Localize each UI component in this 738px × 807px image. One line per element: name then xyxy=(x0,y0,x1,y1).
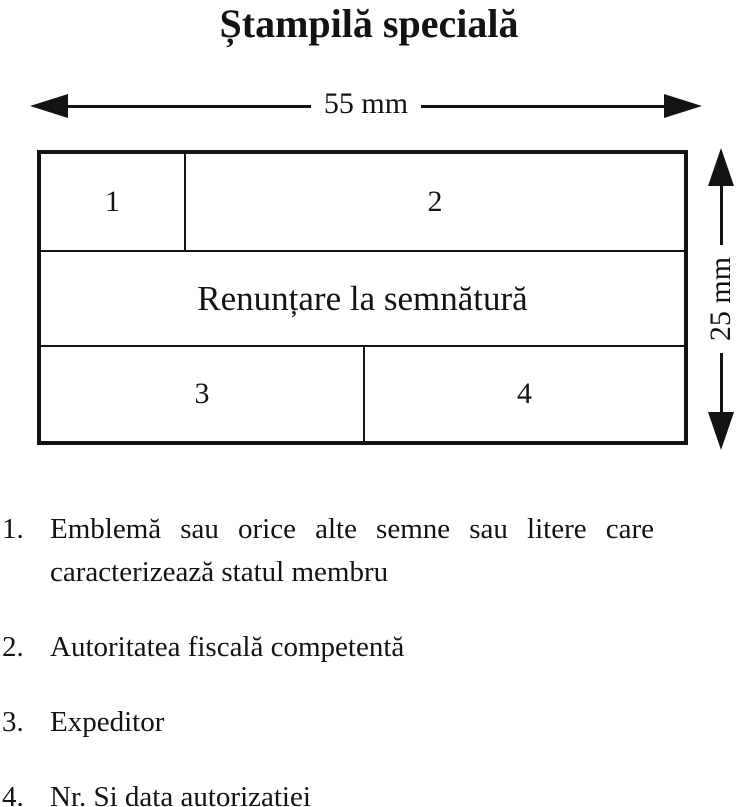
stamp-cell-2-label: 2 xyxy=(427,185,443,218)
dimension-line xyxy=(68,104,311,108)
width-dimension-arrow: 55 mm xyxy=(30,87,703,121)
stamp-cell-3: 3 xyxy=(41,347,365,441)
stamp-top-row: 1 2 xyxy=(41,154,684,250)
legend-item-3: 3. Expeditor xyxy=(2,701,654,744)
legend-item-number: 3. xyxy=(2,706,24,738)
legend-list: 1. Emblemă sau orice alte semne sau lite… xyxy=(2,508,654,807)
stamp-bottom-row: 3 4 xyxy=(41,347,684,441)
stamp-cell-4-label: 4 xyxy=(517,377,532,410)
height-dimension-arrow: 25 mm xyxy=(704,148,738,450)
legend-item-number: 1. xyxy=(2,513,24,545)
legend-item-1: 1. Emblemă sau orice alte semne sau lite… xyxy=(2,508,654,594)
legend-item-4: 4. Nr. Și data autorizației xyxy=(2,776,654,807)
legend-item-2: 2. Autoritatea fiscală competentă xyxy=(2,626,654,669)
arrowhead-right-icon xyxy=(664,94,703,118)
stamp-cell-4: 4 xyxy=(365,347,684,441)
legend-item-number: 4. xyxy=(2,781,24,807)
dimension-line xyxy=(421,104,665,108)
stamp-cell-3-label: 3 xyxy=(194,377,210,410)
legend-item-text: Expeditor xyxy=(50,706,165,738)
legend-item-number: 2. xyxy=(2,631,24,663)
page-title: Ștampilă specială xyxy=(219,1,519,46)
dimension-line xyxy=(719,186,723,245)
width-dimension-label: 55 mm xyxy=(323,87,409,120)
stamp-cell-1-label: 1 xyxy=(105,185,120,218)
stamp-cell-1: 1 xyxy=(41,154,186,250)
height-dimension-label: 25 mm xyxy=(704,256,738,342)
legend-item-text: Autoritatea fiscală competentă xyxy=(50,631,405,663)
arrowhead-left-icon xyxy=(30,94,68,118)
stamp-center-text: Renunțare la semnătură xyxy=(197,278,528,318)
stamp-outline-box: 1 2 Renunțare la semnătură 3 4 xyxy=(37,150,688,445)
stamp-cell-2: 2 xyxy=(186,154,684,250)
stamp-middle-row: Renunțare la semnătură xyxy=(41,250,684,347)
arrowhead-down-icon xyxy=(708,412,734,450)
arrowhead-up-icon xyxy=(708,148,734,186)
height-dimension-label-box: 25 mm xyxy=(704,245,738,353)
dimension-line xyxy=(719,353,723,412)
legend-item-text: Emblemă sau orice alte semne sau litere … xyxy=(50,513,654,588)
legend-item-text: Nr. Și data autorizației xyxy=(50,781,311,807)
